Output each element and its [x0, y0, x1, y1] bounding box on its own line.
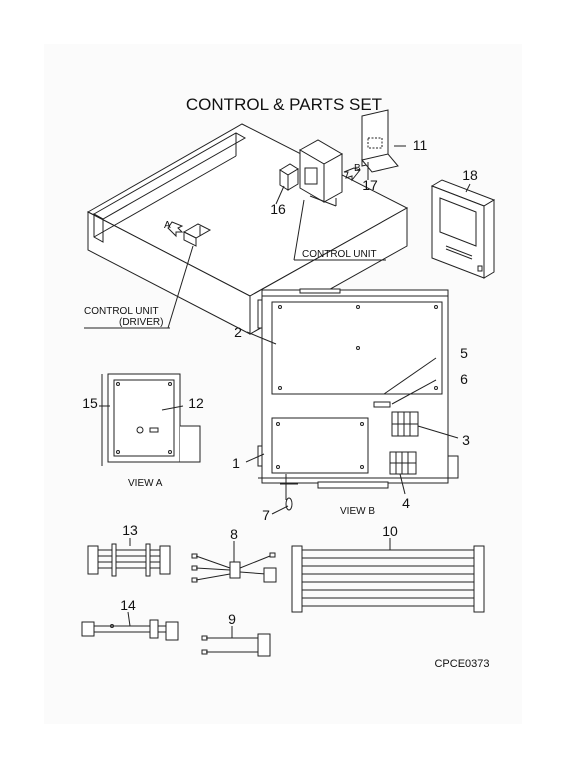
callout-11: 11: [413, 137, 428, 153]
arrow-a-icon: [167, 221, 184, 238]
harness-10: [291, 545, 485, 613]
callout-12: 12: [188, 395, 204, 411]
part-11-17-cover: [361, 109, 399, 173]
callout-9: 9: [228, 611, 236, 627]
callout-7: 7: [262, 507, 270, 523]
callout-3: 3: [462, 432, 470, 448]
arrow-a-label: A: [164, 220, 171, 231]
harness-8: [191, 552, 277, 583]
callout-17: 17: [362, 177, 378, 193]
leader-control-unit-driver: [167, 245, 194, 329]
part-16-bracket: [279, 163, 299, 191]
harness-14: [81, 619, 179, 641]
callout-10: 10: [382, 523, 398, 539]
callout-5: 5: [460, 345, 468, 361]
control-unit-driver-sublabel: (DRIVER): [119, 317, 163, 328]
harness-13: [87, 543, 171, 577]
arrow-b-icon: [343, 167, 361, 182]
drawing-code: CPCE0373: [434, 658, 489, 670]
callout-16: 16: [270, 201, 286, 217]
arrow-b-label: B: [354, 163, 361, 174]
part-18-remote-controller: [430, 179, 496, 279]
callout-2: 2: [234, 324, 242, 340]
callout-14: 14: [120, 597, 136, 613]
view-a-label: VIEW A: [128, 478, 163, 489]
harness-9: [201, 633, 271, 657]
callout-18: 18: [462, 167, 478, 183]
view-b-control-box: [257, 288, 459, 511]
view-b-label: VIEW B: [340, 506, 375, 517]
driver-unit-box: [182, 223, 212, 247]
control-unit-label: CONTROL UNIT: [302, 249, 377, 260]
callout-1: 1: [232, 455, 240, 471]
control-unit-driver-label: CONTROL UNIT: [84, 306, 159, 317]
leader-control-unit: [293, 199, 305, 261]
view-a-driver-box: [101, 373, 201, 466]
callout-13: 13: [122, 522, 138, 538]
callout-4: 4: [402, 495, 410, 511]
control-unit-box: [298, 139, 344, 207]
callout-8: 8: [230, 526, 238, 542]
callout-6: 6: [460, 371, 468, 387]
leader-lines: [99, 145, 471, 638]
callout-numbers: 1 2 3 4 5 6 7 8 9 10 11 12 13 14 15 16 1…: [82, 137, 478, 627]
diagram-title: CONTROL & PARTS SET: [186, 95, 382, 114]
callout-15: 15: [82, 395, 98, 411]
